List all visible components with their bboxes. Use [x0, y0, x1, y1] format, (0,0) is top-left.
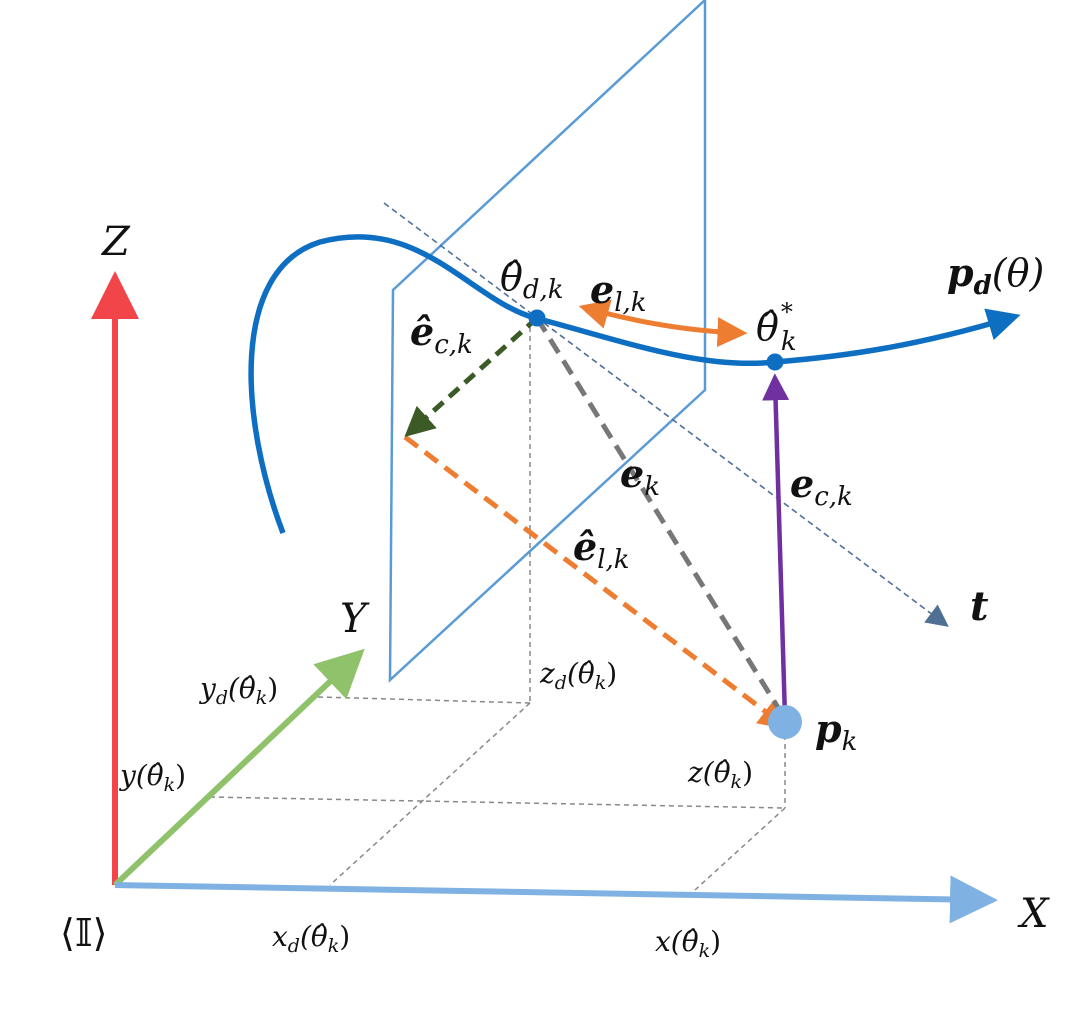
- theta-star-k-label: θ̂*k: [756, 298, 797, 357]
- y-axis: [112, 648, 365, 888]
- p-k-marker: [768, 705, 802, 739]
- x-axis: [114, 875, 998, 924]
- e-k-vector: [534, 316, 790, 724]
- y-d-projection-label: yd(θ̂k): [198, 672, 278, 709]
- e-l-k-label: el,k: [590, 267, 647, 318]
- theta-star-k-point: [766, 353, 784, 371]
- tangent-label: t: [970, 583, 989, 630]
- e-c-k-label: ec,k: [790, 461, 853, 512]
- z-axis-label: Z: [100, 219, 131, 265]
- e-hat-c-k-vector: [404, 316, 539, 438]
- x-axis-label: X: [1017, 891, 1050, 937]
- e-c-k-vector: [762, 373, 790, 719]
- desired-path-curve: [248, 234, 1021, 534]
- e-l-k-arc-arrow: [578, 299, 748, 348]
- e-k-label: ek: [620, 451, 660, 502]
- e-hat-l-k-label: êl,k: [573, 524, 630, 575]
- projection-guides: [209, 318, 786, 891]
- x-d-projection-label: xd(θ̂k): [272, 920, 350, 957]
- e-hat-c-k-label: êc,k: [410, 309, 473, 360]
- y-axis-label: Y: [340, 596, 370, 642]
- z-projection-label: z(θ̂k): [687, 756, 753, 793]
- desired-path-label: pd(θ): [947, 250, 1044, 301]
- x-projection-label: x(θ̂k): [655, 925, 721, 962]
- z-d-projection-label: zd(θ̂k): [539, 657, 617, 694]
- theta-d-k-point: [528, 309, 546, 327]
- theta-d-k-label: θ̂d,k: [500, 255, 564, 305]
- normal-plane: [388, 0, 707, 683]
- e-hat-l-k-vector: [403, 435, 789, 730]
- p-k-label: pk: [815, 706, 857, 757]
- tangent-line: [383, 202, 949, 627]
- inertial-frame-label: ⟨𝕀⟩: [60, 911, 107, 955]
- y-projection-label: y(θ̂k): [118, 759, 186, 796]
